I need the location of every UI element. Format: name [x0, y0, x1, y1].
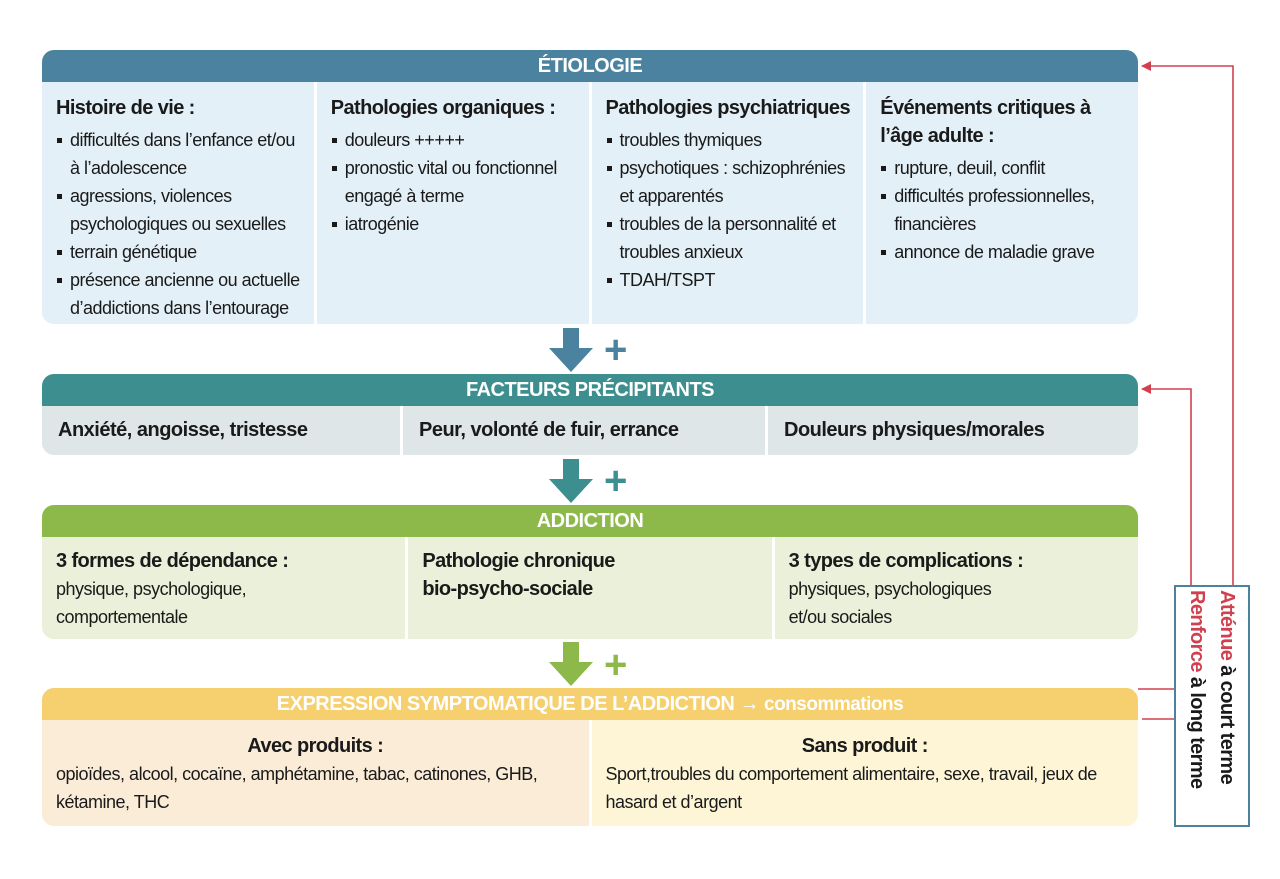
column-title: Histoire de vie : — [56, 97, 195, 119]
list-item: rupture, deuil, conflit — [880, 154, 1128, 182]
expression-body: Avec produits : opioïdes, alcool, cocaïn… — [42, 720, 1138, 826]
list-item: douleurs +++++ — [331, 126, 579, 154]
column-title: Pathologies organiques : — [330, 97, 556, 119]
arrow-right-icon: → — [739, 693, 759, 715]
cell-title: Avec produits : — [247, 735, 384, 757]
etiologie-column-evenements: Événements critiques à l’âge adulte : ru… — [863, 82, 1138, 324]
etiologie-header: ÉTIOLOGIE — [42, 50, 1138, 82]
expression-title-suffix: consommations — [764, 694, 904, 715]
arrow-down-icon — [549, 459, 593, 503]
addiction-cell-dependance: 3 formes de dépendance : physique, psych… — [42, 537, 405, 639]
expression-title: EXPRESSION SYMPTOMATIQUE DE L’ADDICTION — [276, 693, 735, 715]
arrow-down-icon — [549, 642, 593, 686]
expression-cell-avec-produits: Avec produits : opioïdes, alcool, cocaïn… — [42, 720, 589, 826]
etiologie-body: Histoire de vie : difficultés dans l’enf… — [42, 82, 1138, 324]
etiologie-column-psychiatriques: Pathologies psychiatriques troubles thym… — [588, 82, 864, 324]
feedback-legend-box: Atténue à court terme Renforce à long te… — [1174, 585, 1250, 827]
addiction-body: 3 formes de dépendance : physique, psych… — [42, 537, 1138, 639]
list-item: TDAH/TSPT — [606, 266, 854, 294]
expression-cell-sans-produit: Sans produit : Sport,troubles du comport… — [588, 720, 1138, 826]
list-item: psychotiques : schizophrénies et apparen… — [606, 154, 854, 210]
cell-text: physiques, psychologiques et/ou sociales — [788, 579, 992, 627]
facteurs-header: FACTEURS PRÉCIPITANTS — [42, 374, 1138, 406]
cell-title: 3 types de complications : — [788, 550, 1024, 572]
list-item: annonce de maladie grave — [880, 238, 1128, 266]
addiction-header: ADDICTION — [42, 505, 1138, 537]
list-item: iatrogénie — [331, 210, 579, 238]
column-title: Événements critiques à l’âge adulte : — [880, 97, 1091, 147]
plus-icon: + — [604, 328, 628, 372]
list-item: difficultés professionnelles, financière… — [880, 182, 1128, 238]
list-item: pronostic vital ou fonctionnel engagé à … — [331, 154, 579, 210]
plus-icon: + — [604, 643, 628, 687]
arrow-down-icon — [549, 328, 593, 372]
cell-title: Pathologie chronique bio-psycho-sociale — [422, 550, 615, 600]
cell-text: physique, psychologique, comportementale — [56, 579, 247, 627]
list-item: présence ancienne ou actuelle d’addictio… — [56, 266, 304, 322]
list-item: agressions, violences psychologiques ou … — [56, 182, 304, 238]
facteurs-body: Anxiété, angoisse, tristesse Peur, volon… — [42, 406, 1138, 455]
feedback-arrow-long-term — [1141, 61, 1234, 586]
list-item: difficultés dans l’enfance et/ou à l’ado… — [56, 126, 304, 182]
cell-title: Sans produit : — [801, 735, 929, 757]
feedback-arrow-short-term — [1141, 384, 1192, 586]
cell-text: Sport,troubles du comportement alimentai… — [605, 764, 1098, 812]
cell-text: opioïdes, alcool, cocaïne, amphétamine, … — [56, 764, 538, 812]
list-item: terrain génétique — [56, 238, 304, 266]
facteur-cell: Douleurs physiques/morales — [765, 406, 1138, 455]
column-title: Pathologies psychiatriques — [605, 97, 851, 119]
facteur-cell: Peur, volonté de fuir, errance — [400, 406, 765, 455]
etiologie-column-histoire: Histoire de vie : difficultés dans l’enf… — [42, 82, 314, 324]
addiction-cell-complications: 3 types de complications : physiques, ps… — [771, 537, 1138, 639]
etiologie-column-organiques: Pathologies organiques : douleurs +++++ … — [313, 82, 589, 324]
cell-title: 3 formes de dépendance : — [56, 550, 289, 572]
expression-header: EXPRESSION SYMPTOMATIQUE DE L’ADDICTION … — [42, 688, 1138, 720]
addiction-cell-pathologie: Pathologie chronique bio-psycho-sociale — [405, 537, 771, 639]
facteur-cell: Anxiété, angoisse, tristesse — [58, 419, 308, 441]
legend-short-term: Atténue à court terme — [1216, 590, 1238, 785]
plus-icon: + — [604, 459, 628, 503]
list-item: troubles de la personnalité et troubles … — [606, 210, 854, 266]
legend-long-term: Renforce à long terme — [1186, 590, 1208, 789]
list-item: troubles thymiques — [606, 126, 854, 154]
